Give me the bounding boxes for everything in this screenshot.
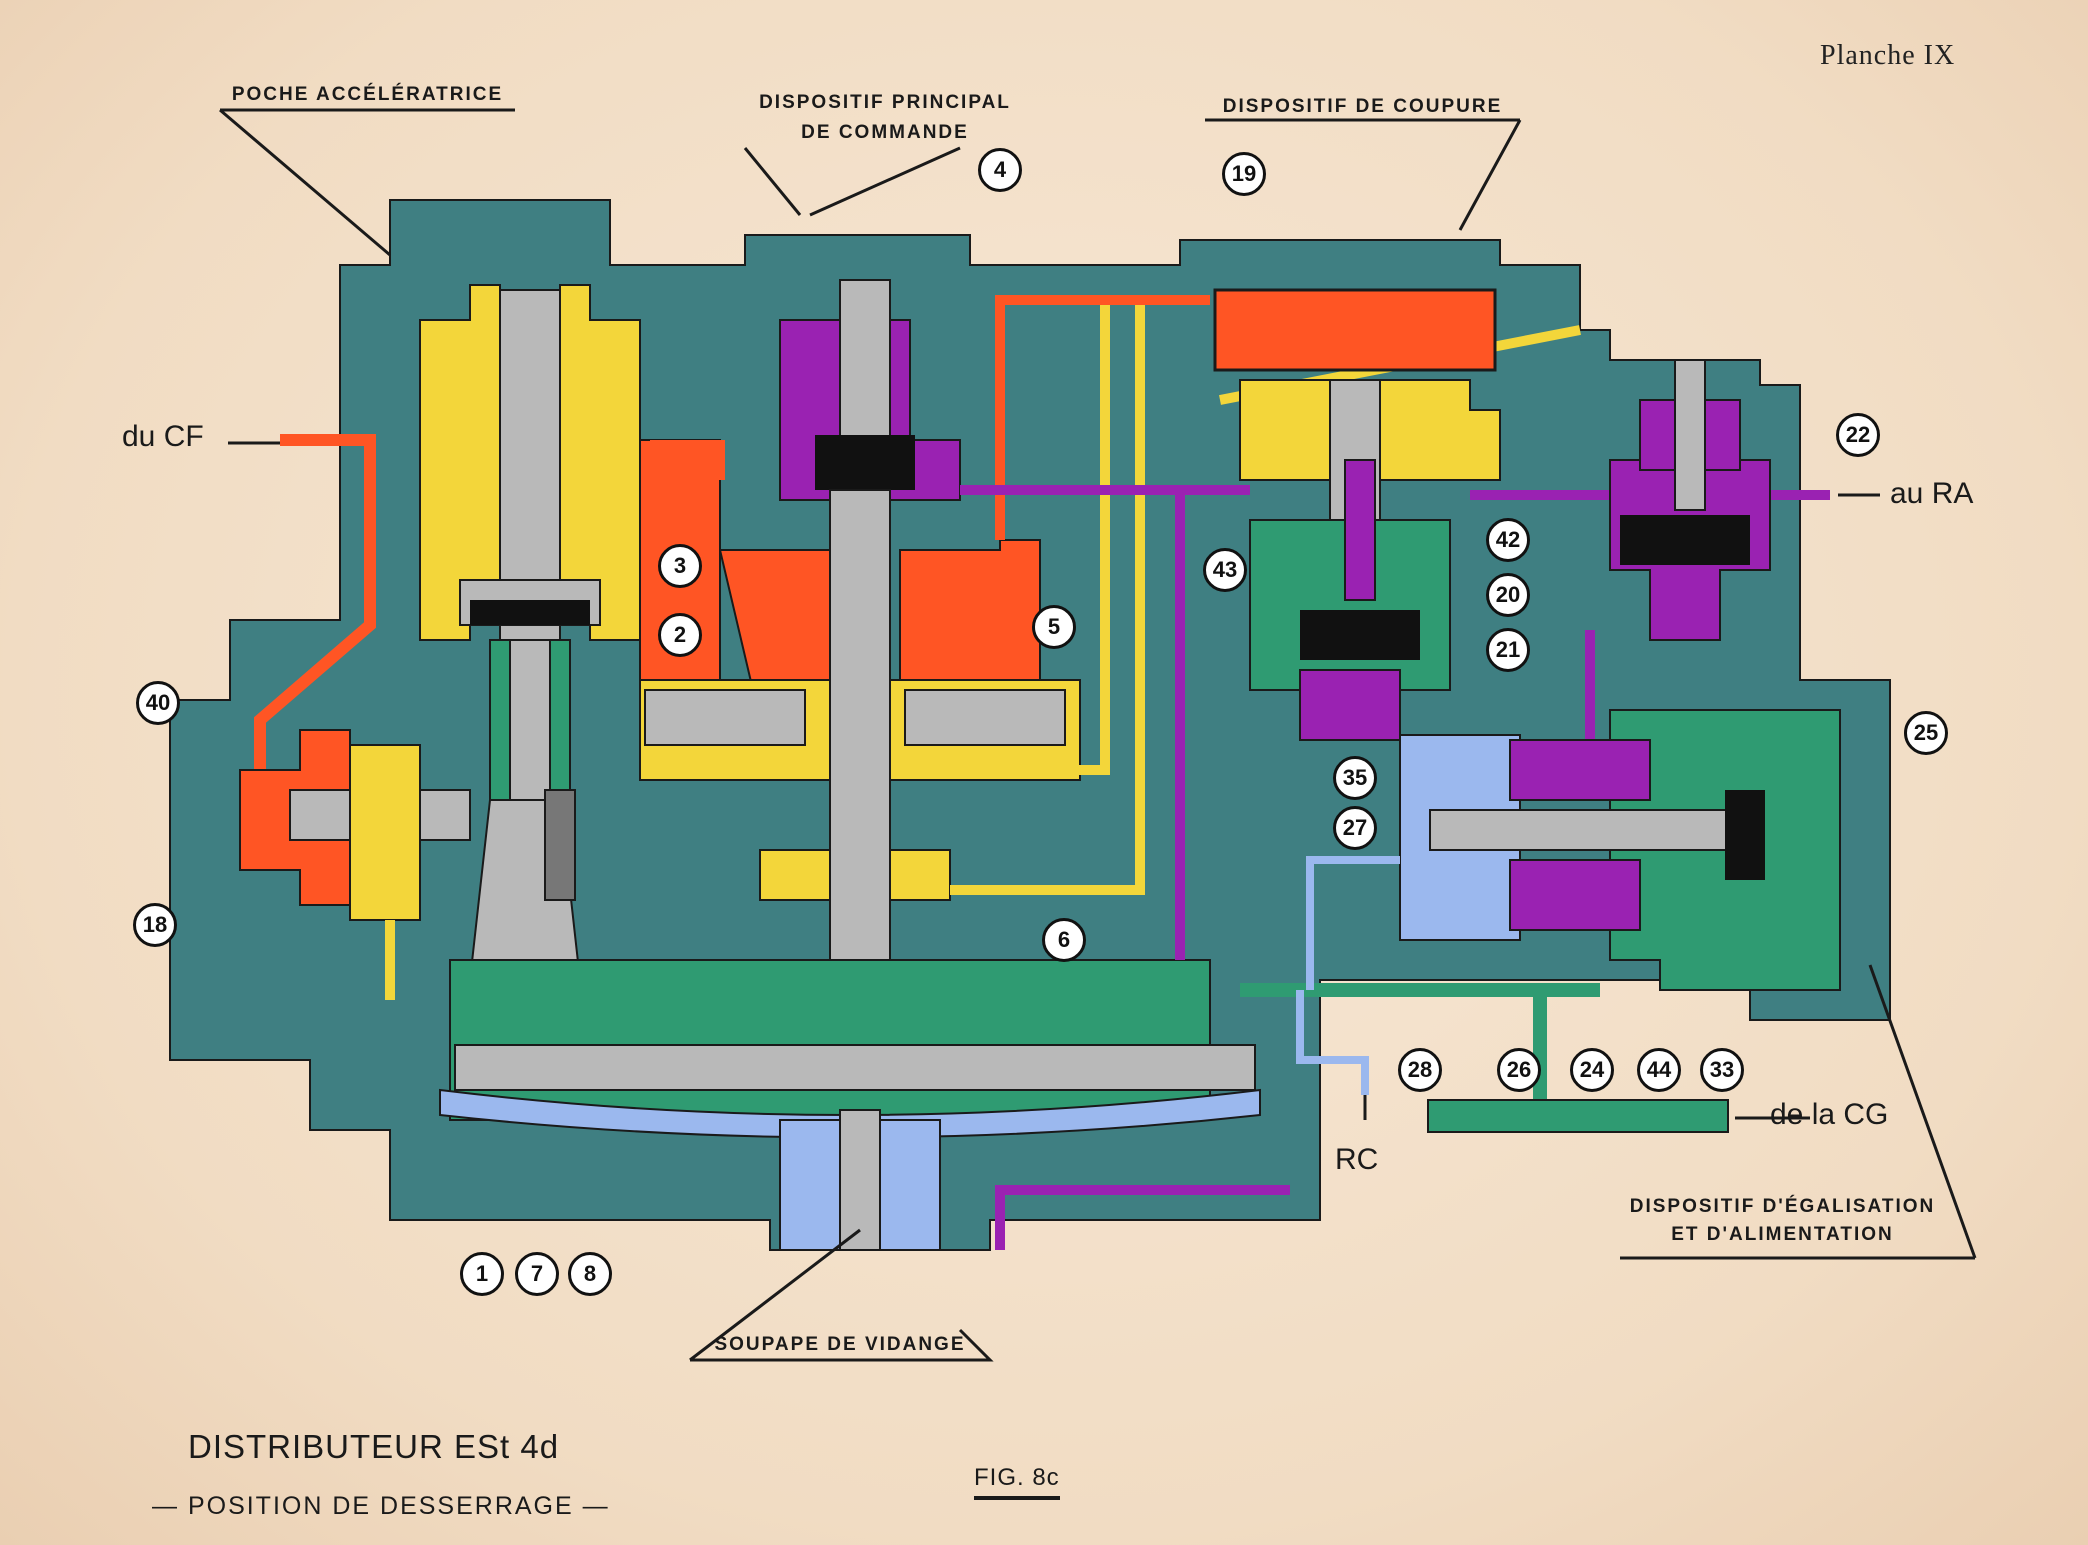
plate-number: Planche IX	[1820, 40, 1956, 71]
label-soupape-vidange: SOUPAPE DE VIDANGE	[714, 1334, 966, 1355]
callout-27: 27	[1333, 806, 1377, 850]
label-dispositif-principal-line1: DISPOSITIF PRINCIPAL	[759, 92, 1011, 113]
callout-1: 1	[460, 1252, 504, 1296]
diagram-title: DISTRIBUTEUR ESt 4d	[188, 1428, 560, 1465]
callout-19: 19	[1222, 152, 1266, 196]
valve-18-assembly	[239, 729, 471, 921]
figure-number: FIG. 8c	[974, 1464, 1060, 1500]
label-dispositif-coupure: DISPOSITIF DE COUPURE	[1222, 96, 1503, 117]
rc-line	[1296, 856, 1400, 1095]
label-rc: RC	[1335, 1143, 1379, 1176]
callout-28: 28	[1398, 1048, 1442, 1092]
dispositif-egalisation	[1399, 709, 1841, 991]
callout-8: 8	[568, 1252, 612, 1296]
label-poche-acceleratrice: POCHE ACCÉLÉRATRICE	[231, 84, 504, 105]
callout-40: 40	[136, 681, 180, 725]
label-dispositif-egalisation-line2: ET D'ALIMENTATION	[1671, 1224, 1894, 1245]
dispositif-coupure	[1213, 288, 1501, 741]
valve-22-assembly	[1609, 359, 1771, 641]
label-de-la-cg: de la CG	[1770, 1098, 1889, 1131]
label-dispositif-principal-line2: DE COMMANDE	[801, 122, 969, 143]
connection-arrows	[228, 441, 1880, 1120]
cg-pipe	[1427, 1099, 1729, 1133]
label-dispositif-egalisation-line1: DISPOSITIF D'ÉGALISATION	[1629, 1196, 1936, 1217]
callout-42: 42	[1486, 518, 1530, 562]
callout-3: 3	[658, 544, 702, 588]
callout-4: 4	[978, 148, 1022, 192]
cf-supply-line	[254, 434, 376, 800]
label-du-cf: du CF	[122, 420, 204, 453]
callout-35: 35	[1333, 756, 1377, 800]
callout-43: 43	[1203, 548, 1247, 592]
callout-6: 6	[1042, 918, 1086, 962]
callout-22: 22	[1836, 413, 1880, 457]
callout-18: 18	[133, 903, 177, 947]
label-leaders	[219, 108, 1977, 1362]
callout-5: 5	[1032, 605, 1076, 649]
callout-21: 21	[1486, 628, 1530, 672]
callout-7: 7	[515, 1252, 559, 1296]
red-feed-line	[650, 295, 1210, 540]
callout-25: 25	[1904, 711, 1948, 755]
poche-acceleratrice	[419, 284, 641, 981]
callout-20: 20	[1486, 573, 1530, 617]
callout-33: 33	[1700, 1048, 1744, 1092]
diagram-subtitle: — POSITION DE DESSERRAGE —	[152, 1492, 610, 1520]
purple-ducts	[960, 485, 1830, 1250]
label-au-ra: au RA	[1890, 477, 1974, 510]
callout-44: 44	[1637, 1048, 1681, 1092]
callout-2: 2	[658, 613, 702, 657]
callout-24: 24	[1570, 1048, 1614, 1092]
callout-26: 26	[1497, 1048, 1541, 1092]
lower-green-chamber	[439, 959, 1261, 1251]
